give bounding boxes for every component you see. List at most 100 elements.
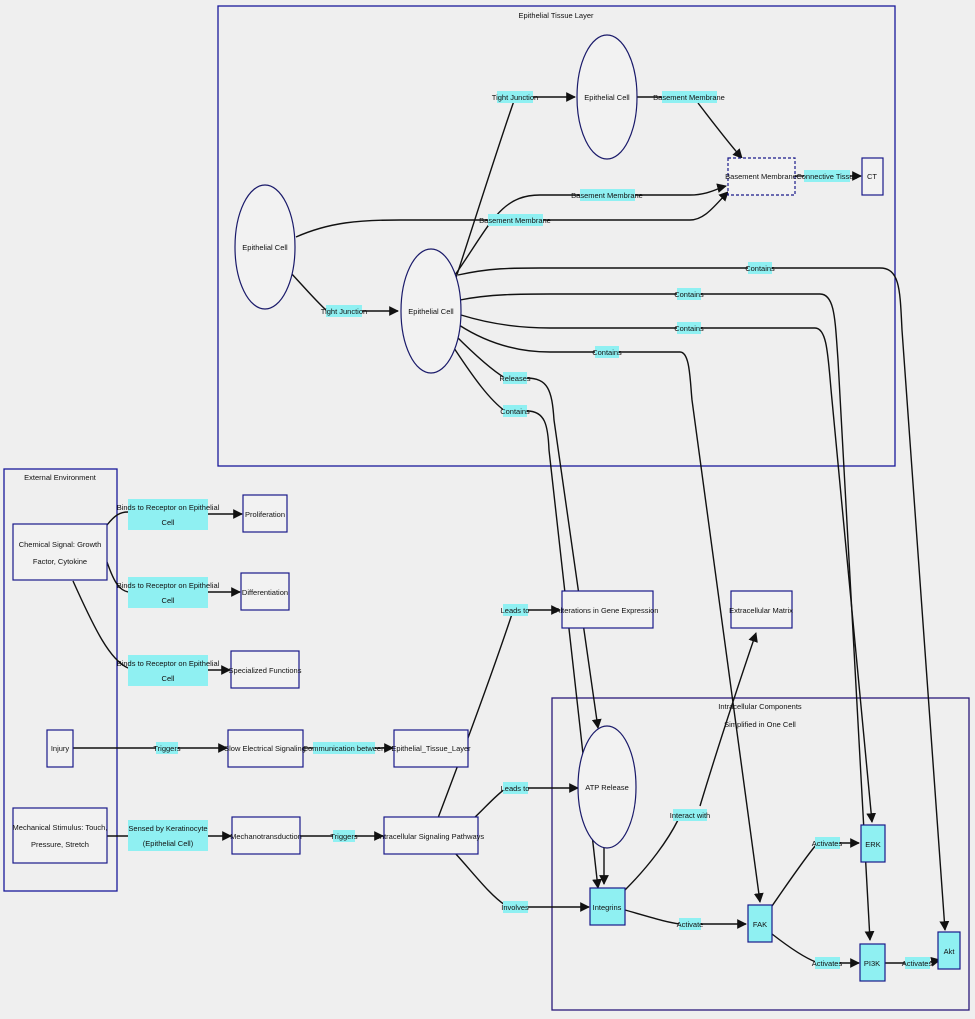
node-epithelial-cell-top-label: Epithelial Cell xyxy=(584,93,630,102)
label-leads-gene: Leads to xyxy=(501,606,530,615)
node-akt[interactable]: Akt xyxy=(937,931,961,970)
label-activates-pi3k: Activates xyxy=(812,959,843,968)
edge-contains-int-to-int xyxy=(526,410,602,889)
edge-releases-to-atp xyxy=(525,377,602,729)
label-binds-1b: Cell xyxy=(162,518,175,527)
node-chemical-signal-line1: Chemical Signal: Growth xyxy=(19,540,102,549)
label-contains-erk: Contains xyxy=(674,324,704,333)
node-pi3k-label: PI3K xyxy=(864,959,880,968)
node-pi3k[interactable]: PI3K xyxy=(859,943,886,982)
label-tight-junction-left: Tight Junction xyxy=(321,307,367,316)
node-intracellular-pathways[interactable]: Intracellular Signaling Pathways xyxy=(378,816,485,855)
label-binds-3a: Binds to Receptor on Epithelial xyxy=(117,659,220,668)
cluster-external-environment: External Environment xyxy=(3,468,118,892)
label-leads-atp: Leads to xyxy=(501,784,530,793)
edge-bm-label-to-bm xyxy=(697,102,743,159)
edge-contains-erk xyxy=(460,314,877,823)
node-epithelial-tissue-layer-label: Epithelial_Tissue_Layer xyxy=(391,744,471,753)
node-slow-electrical-label: Slow Electrical Signaling xyxy=(224,744,306,753)
label-sensed-a: Sensed by Keratinocyte xyxy=(128,824,207,833)
node-basement-membrane[interactable]: Basement Membrane xyxy=(725,157,797,196)
label-bm-top: Basement Membrane xyxy=(653,93,725,102)
label-activates-erk: Activates xyxy=(812,839,843,848)
edge-chem-to-binds3 xyxy=(72,580,129,669)
node-integrins-label: Integrins xyxy=(593,903,622,912)
node-mechanical-line2: Pressure, Stretch xyxy=(31,840,89,849)
node-chemical-signal[interactable]: Chemical Signal: Growth Factor, Cytokine xyxy=(12,523,108,581)
node-epithelial-cell-mid-label: Epithelial Cell xyxy=(408,307,454,316)
node-integrins[interactable]: Integrins xyxy=(589,887,626,926)
node-mechanical-stimulus[interactable]: Mechanical Stimulus: Touch, Pressure, St… xyxy=(12,807,108,864)
node-gene-expression[interactable]: Alterations in Gene Expression xyxy=(556,590,659,629)
edge-labels: Tight Junction Basement Membrane Basemen… xyxy=(117,91,933,969)
cluster-intracellular-components: Intracellular Components Simplified in O… xyxy=(551,697,970,1011)
node-akt-label: Akt xyxy=(944,947,956,956)
label-triggers-mech: Triggers xyxy=(330,832,357,841)
label-tight-junction-top: Tight Junction xyxy=(492,93,538,102)
cluster-external-title: External Environment xyxy=(24,473,97,482)
edge-mid-to-top-cell xyxy=(451,97,516,291)
label-sensed-b: (Epithelial Cell) xyxy=(143,839,194,848)
edge-interact-to-ecm xyxy=(699,632,758,807)
node-fak-label: FAK xyxy=(753,920,767,929)
label-bm-left: Basement Membrane xyxy=(479,216,551,225)
node-intracellular-pathways-label: Intracellular Signaling Pathways xyxy=(378,832,485,841)
node-ct[interactable]: CT xyxy=(861,157,884,196)
label-involves: Involves xyxy=(501,903,529,912)
edge-contains-fak xyxy=(458,324,764,903)
label-activates-akt: Activates xyxy=(902,959,933,968)
label-bm-mid: Basement Membrane xyxy=(571,191,643,200)
node-extracellular-matrix[interactable]: Extracellular Matrix xyxy=(729,590,793,629)
label-binds-2b: Cell xyxy=(162,596,175,605)
node-gene-expression-label: Alterations in Gene Expression xyxy=(556,606,659,615)
node-slow-electrical[interactable]: Slow Electrical Signaling xyxy=(224,729,306,768)
edge-fak-to-act-pi3k xyxy=(771,933,817,963)
node-differentiation[interactable]: Differentiation xyxy=(240,572,290,611)
node-extracellular-matrix-label: Extracellular Matrix xyxy=(729,606,793,615)
node-proliferation-label: Proliferation xyxy=(245,510,285,519)
cluster-intracellular-title: Intracellular Components xyxy=(718,702,802,711)
label-contains-akt: Contains xyxy=(745,264,775,273)
label-binds-1a: Binds to Receptor on Epithelial xyxy=(117,503,220,512)
edge-contains-pi3k xyxy=(459,293,875,941)
edge-releases xyxy=(454,334,506,379)
node-epithelial-cell-left-label: Epithelial Cell xyxy=(242,243,288,252)
edge-chem-to-binds2 xyxy=(106,561,129,593)
node-injury-label: Injury xyxy=(51,744,70,753)
node-chemical-signal-line2: Factor, Cytokine xyxy=(33,557,87,566)
label-interact: Interact with xyxy=(670,811,710,820)
label-contains-pi3k: Contains xyxy=(674,290,704,299)
edge-chem-to-binds1 xyxy=(106,511,129,526)
edge-contains-int xyxy=(451,344,506,412)
node-epithelial-tissue-layer[interactable]: Epithelial_Tissue_Layer xyxy=(391,729,471,768)
label-binds-3b: Cell xyxy=(162,674,175,683)
node-proliferation[interactable]: Proliferation xyxy=(242,494,288,533)
node-epithelial-cell-mid[interactable]: Epithelial Cell xyxy=(400,248,462,374)
edge-left-to-tj xyxy=(289,271,328,312)
edge-contains-akt xyxy=(457,267,950,931)
edge-path-to-leads-atp xyxy=(471,788,506,821)
node-injury[interactable]: Injury xyxy=(46,729,74,768)
cluster-epithelial-title: Epithelial Tissue Layer xyxy=(518,11,594,20)
node-epithelial-cell-top[interactable]: Epithelial Cell xyxy=(576,34,638,160)
label-connective-tissue: Connective Tissue xyxy=(796,172,857,181)
node-ct-label: CT xyxy=(867,172,877,181)
edge-int-to-interact xyxy=(624,819,679,891)
node-specialized-functions-label: Specialized Functions xyxy=(229,666,302,675)
node-erk-label: ERK xyxy=(865,840,880,849)
cluster-epithelial-tissue-layer: Epithelial Tissue Layer xyxy=(217,5,896,467)
node-basement-membrane-label: Basement Membrane xyxy=(725,172,797,181)
label-binds-2a: Binds to Receptor on Epithelial xyxy=(117,581,220,590)
node-atp-release-label: ATP Release xyxy=(585,783,629,792)
edge-mid-to-bm-upper xyxy=(454,183,727,276)
node-epithelial-cell-left[interactable]: Epithelial Cell xyxy=(234,184,296,310)
node-mechanotransduction[interactable]: Mechanotransduction xyxy=(230,816,302,855)
node-atp-release[interactable]: ATP Release xyxy=(577,725,637,849)
node-fak[interactable]: FAK xyxy=(747,904,773,943)
label-contains-fak: Contains xyxy=(592,348,622,357)
node-specialized-functions[interactable]: Specialized Functions xyxy=(229,650,302,689)
node-mechanical-line1: Mechanical Stimulus: Touch, xyxy=(13,823,108,832)
label-triggers-injury: Triggers xyxy=(153,744,180,753)
node-erk[interactable]: ERK xyxy=(860,824,886,863)
